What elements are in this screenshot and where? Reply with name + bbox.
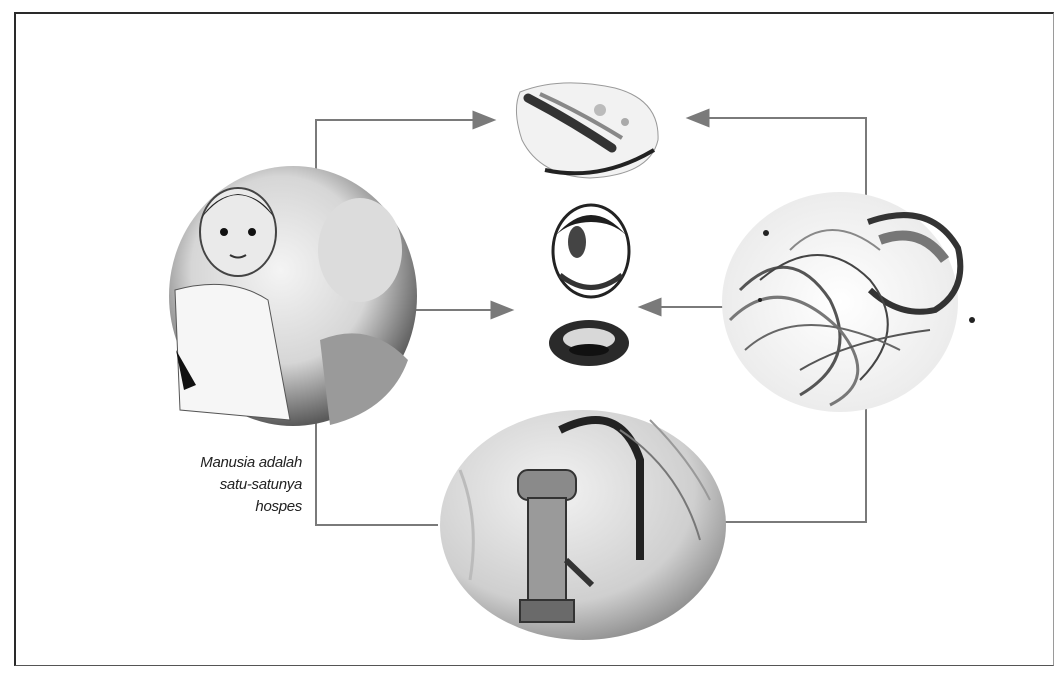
eggs-image — [549, 205, 629, 366]
worms-image — [722, 192, 975, 412]
line-worms-to-pump — [718, 396, 866, 522]
line-human-to-pump — [316, 420, 438, 525]
caption-line-2: satu-satunya — [140, 474, 302, 496]
caption-line-3: hospes — [140, 496, 302, 518]
intestine-section-image — [516, 83, 658, 178]
water-pump-image — [440, 410, 726, 640]
human-host-image — [169, 166, 417, 426]
human-host-caption: Manusia adalah satu-satunya hospes — [140, 452, 302, 518]
caption-line-1: Manusia adalah — [140, 452, 302, 474]
